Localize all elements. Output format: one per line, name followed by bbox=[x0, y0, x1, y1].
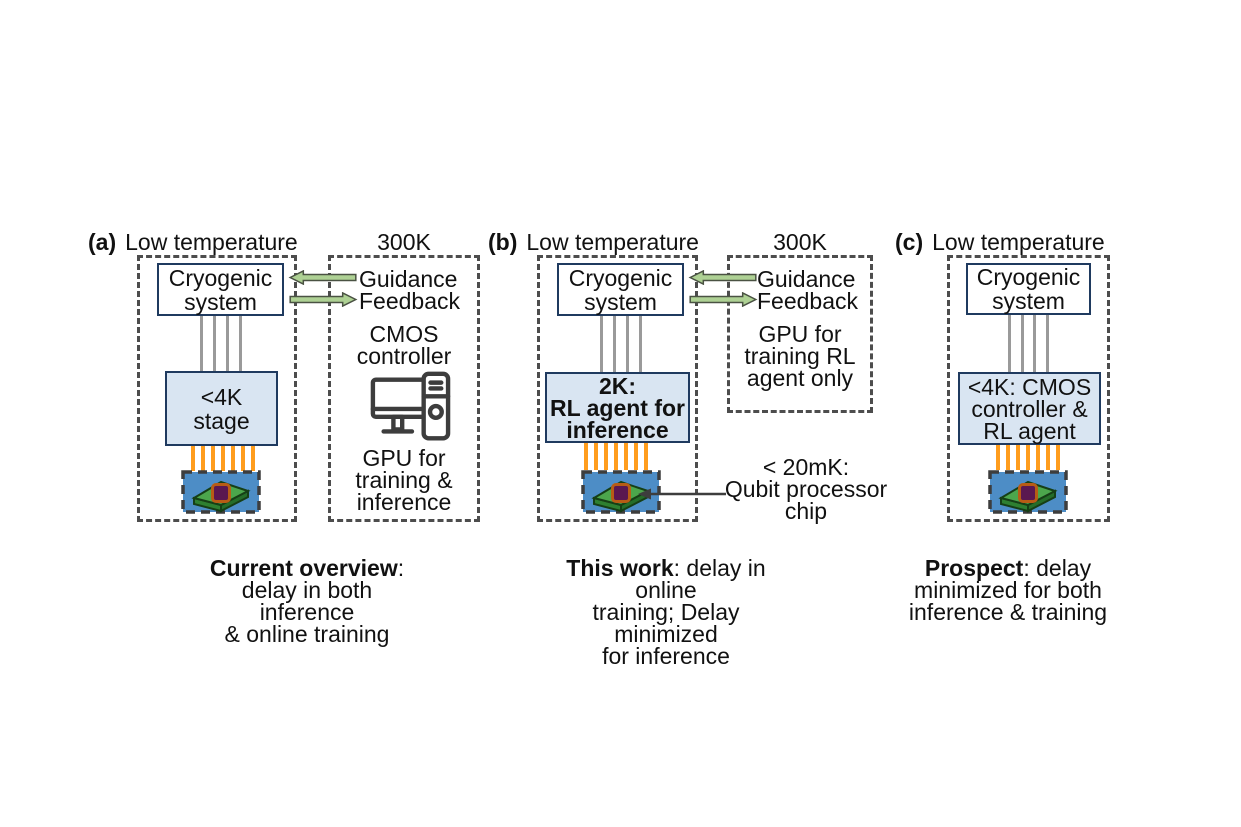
panel-b-feedback-label: Feedback bbox=[757, 288, 859, 314]
panel-a-orange-wires bbox=[191, 446, 255, 471]
panel-b-warm-zone-label: 300K bbox=[773, 229, 827, 255]
panel-b-header: (b) Low temperature bbox=[488, 229, 699, 256]
panel-a-feedback-arrow-icon bbox=[287, 292, 359, 307]
panel-b-cold-zone-box bbox=[537, 255, 698, 522]
panel-b-cryogenic-system-box: Cryogenic system bbox=[557, 263, 684, 316]
panel-a-gpu-label: GPU for training & inference bbox=[355, 445, 453, 515]
panel-a-header: (a) Low temperature bbox=[88, 229, 298, 256]
panel-a-tag: (a) bbox=[88, 229, 117, 255]
panel-b-gpu-label: GPU for training RL agent only bbox=[744, 321, 856, 391]
panel-a-cryogenic-system-box: Cryogenic system bbox=[157, 263, 284, 316]
computer-icon bbox=[369, 369, 451, 447]
panel-b-rl-agent-box: 2K: RL agent for inference bbox=[545, 372, 690, 443]
panel-b-gray-wires bbox=[600, 316, 642, 372]
panel-b-caption: This work: delay in online training; Del… bbox=[551, 535, 781, 669]
panel-a-cold-zone-box bbox=[137, 255, 297, 522]
panel-c-cmos-rl-agent-box: <4K: CMOS controller & RL agent bbox=[958, 372, 1101, 445]
panel-a-guidance-arrow-icon bbox=[287, 270, 359, 285]
panel-c-caption: Prospect: delay minimized for both infer… bbox=[893, 535, 1123, 625]
panel-b-cold-zone-label: Low temperature bbox=[526, 229, 699, 255]
panel-b-caption-rest: : delay in online training; Delay minimi… bbox=[592, 555, 766, 669]
panel-c-orange-wires bbox=[996, 445, 1060, 470]
panel-c-caption-lead: Prospect bbox=[924, 555, 1024, 581]
panel-c-tag: (c) bbox=[895, 229, 924, 255]
panel-b-caption-lead: This work bbox=[566, 555, 674, 581]
panel-c-caption-rest: : delay minimized for both inference & t… bbox=[908, 555, 1108, 625]
panel-a-guidance-label: Guidance bbox=[359, 266, 458, 292]
panel-b-feedback-arrow-icon bbox=[687, 292, 759, 307]
panel-b-orange-wires bbox=[584, 443, 648, 470]
panel-a-caption-rest: : delay in both inference & online train… bbox=[224, 555, 405, 647]
panel-a-qubit-chip-icon bbox=[181, 470, 261, 514]
panel-b-guidance-arrow-icon bbox=[687, 270, 759, 285]
panel-b-tag: (b) bbox=[488, 229, 518, 255]
panel-a-4k-stage-box: <4K stage bbox=[165, 371, 278, 446]
panel-a-gray-wires bbox=[200, 316, 242, 372]
panel-a-caption: Current overview: delay in both inferenc… bbox=[192, 535, 422, 647]
panel-b-warm-zone-box bbox=[727, 255, 873, 413]
panel-a-feedback-label: Feedback bbox=[359, 288, 461, 314]
panel-c-header: (c) Low temperature bbox=[895, 229, 1105, 256]
panel-c-cryogenic-system-box: Cryogenic system bbox=[966, 263, 1091, 315]
panel-c-cold-zone-label: Low temperature bbox=[932, 229, 1105, 255]
panel-b-guidance-label: Guidance bbox=[757, 266, 856, 292]
panel-c-gray-wires bbox=[1008, 315, 1049, 372]
panel-a-warm-zone-label: 300K bbox=[377, 229, 431, 255]
panel-b-chip-annotation: < 20mK: Qubit processor chip bbox=[724, 454, 888, 524]
panel-a-caption-lead: Current overview bbox=[209, 555, 398, 581]
panel-b-annotation-arrow-icon bbox=[638, 488, 726, 500]
panel-a-cmos-controller-label: CMOS controller bbox=[356, 321, 452, 369]
panel-c-qubit-chip-icon bbox=[988, 470, 1068, 514]
panel-c-cold-zone-box bbox=[947, 255, 1110, 522]
panel-a-cold-zone-label: Low temperature bbox=[125, 229, 298, 255]
panel-a-warm-zone-box bbox=[328, 255, 480, 522]
